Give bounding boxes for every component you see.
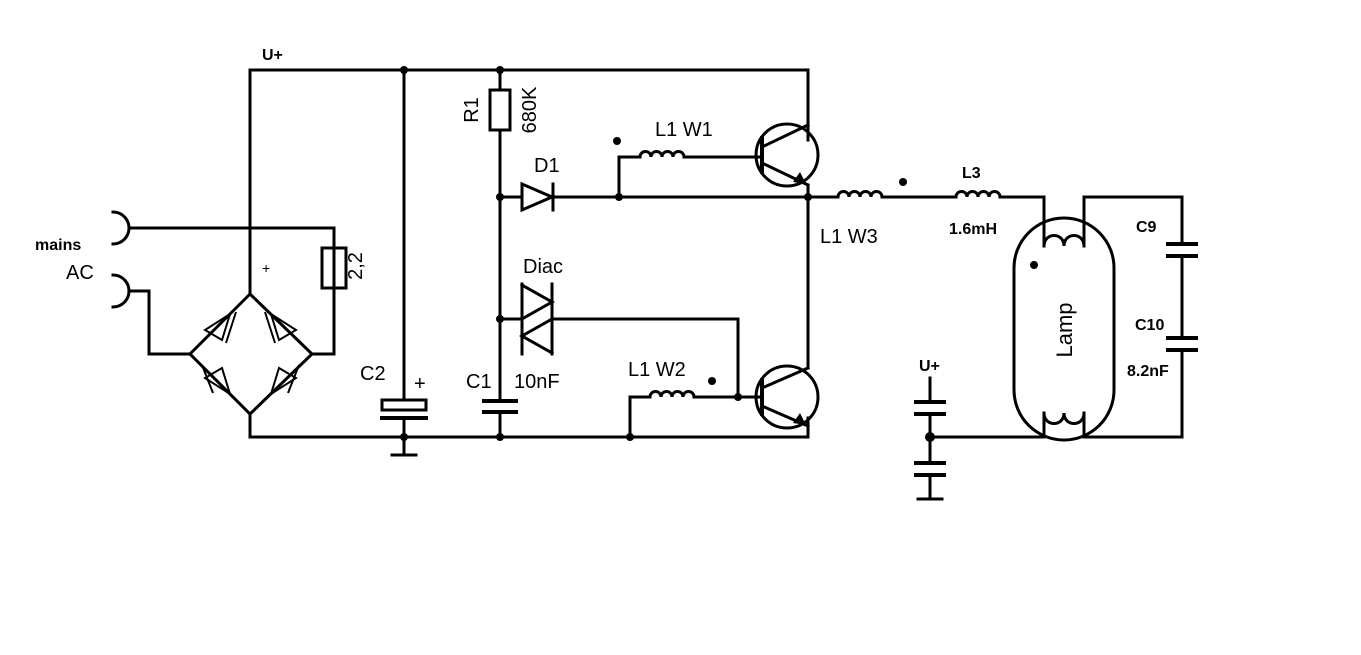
lamp — [1012, 198, 1116, 442]
bridge-rectifier — [187, 68, 315, 439]
inductor-l1w2 — [626, 377, 762, 441]
bridge-plus-label: + — [262, 260, 270, 276]
u-plus-right-label: U+ — [919, 358, 940, 375]
r1-value-label: 680K — [519, 86, 541, 133]
c2-label: C2 — [360, 363, 386, 385]
mains-connector-top — [111, 210, 336, 250]
inductor-l3 — [954, 190, 1046, 224]
mains-label: mains — [35, 237, 81, 254]
c10-label: C10 — [1135, 317, 1164, 334]
bridge-diode-1 — [203, 311, 237, 344]
bottom-rail-wire — [248, 416, 810, 439]
lamp-label: Lamp — [1052, 302, 1077, 357]
l1w2-label: L1 W2 — [628, 359, 686, 381]
transistor-lower — [754, 195, 820, 439]
r1-label: R1 — [461, 97, 483, 123]
diode-d1 — [496, 181, 840, 213]
l1w3-label: L1 W3 — [820, 226, 878, 248]
c2-plus-label: + — [414, 373, 426, 395]
capacitor-c2 — [380, 66, 428, 457]
c1-label: C1 — [466, 371, 492, 393]
d1-label: D1 — [534, 155, 560, 177]
mains-connector-bottom — [111, 273, 192, 356]
capacitor-c10 — [1082, 336, 1198, 439]
diac-label: Diac — [523, 256, 563, 278]
c1-value-label: 10nF — [514, 371, 560, 393]
bridge-diode-4 — [269, 364, 300, 397]
l1w1-label: L1 W1 — [655, 119, 713, 141]
inductor-l1w3 — [836, 178, 958, 199]
resistor-r1 — [488, 66, 512, 402]
l3-value-label: 1.6mH — [949, 221, 997, 238]
fuse-value-label: 2,2 — [345, 252, 367, 280]
capacitor-divider — [914, 376, 1046, 501]
capacitor-c9 — [1082, 195, 1198, 340]
l3-label: L3 — [962, 165, 981, 182]
transistor-upper — [754, 68, 820, 199]
capacitor-c1 — [482, 399, 518, 441]
ac-label: AC — [66, 262, 94, 284]
c10-value-label: 8.2nF — [1127, 363, 1169, 380]
diac — [496, 282, 742, 401]
fuse — [310, 246, 348, 356]
u-plus-top-label: U+ — [262, 47, 283, 64]
bridge-diode-2 — [264, 311, 298, 344]
inductor-l1w1 — [613, 137, 762, 199]
bridge-diode-3 — [201, 364, 232, 397]
c9-label: C9 — [1136, 219, 1157, 236]
